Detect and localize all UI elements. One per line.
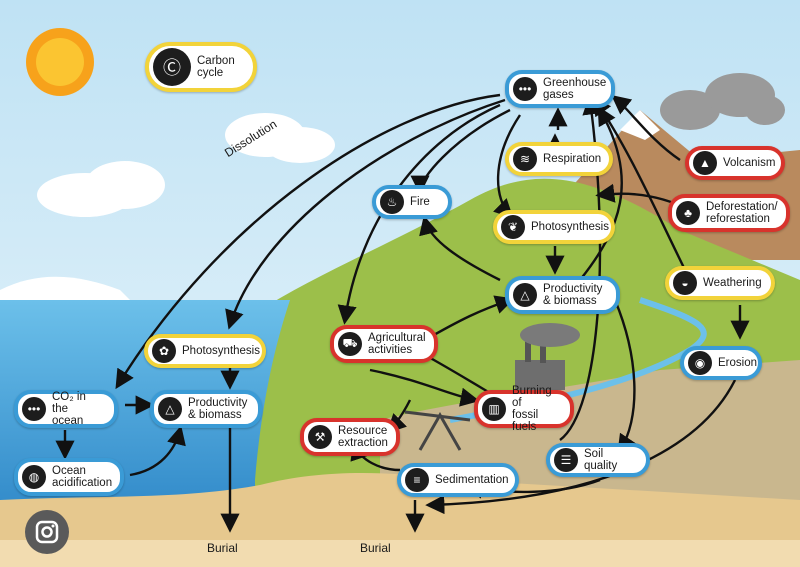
pumpjack-icon: ⚒ [308, 425, 332, 449]
pumpjack [404, 410, 471, 451]
factory [515, 323, 580, 390]
tractor-icon: ⛟ [338, 332, 362, 356]
phytoplankton-icon: ✿ [152, 339, 176, 363]
volcano-smoke [660, 73, 785, 130]
sediment-icon: ≡ [405, 468, 429, 492]
flame-icon: ♨ [380, 190, 404, 214]
node-erosion: ◉ Erosion [680, 346, 762, 380]
soil-icon: ☰ [554, 448, 578, 472]
node-weathering: ◒ Weathering [665, 266, 775, 300]
node-agricultural: ⛟ Agricultural activities [330, 325, 438, 363]
node-co2-ocean: ••• CO₂ in the ocean [14, 390, 118, 428]
camera-lens-button[interactable] [25, 510, 69, 554]
ice-shelf [0, 276, 130, 300]
erosion-icon: ◉ [688, 351, 712, 375]
legend-title: Carbon cycle [197, 55, 235, 79]
node-greenhouse-gases: ••• Greenhouse gases [505, 70, 615, 108]
node-deforestation: ♣ Deforestation/ reforestation [668, 194, 790, 232]
node-soil-quality: ☰ Soil quality [546, 443, 650, 477]
legend-carbon-cycle: Ⓒ Carbon cycle [145, 42, 257, 92]
lens-icon [35, 520, 59, 544]
clouds [37, 113, 335, 217]
weathering-icon: ◒ [673, 271, 697, 295]
co2-molecule-icon: ••• [513, 77, 537, 101]
leaf-icon: ❦ [501, 215, 525, 239]
node-respiration: ≋ Respiration [505, 142, 613, 176]
burial-label-left: Burial [207, 541, 238, 555]
respiration-icon: ≋ [513, 147, 537, 171]
node-sedimentation: ≡ Sedimentation [397, 463, 519, 497]
node-burning-fossil-fuels: ▥ Burning of fossil fuels [474, 385, 574, 433]
node-ocean-acidification: ◍ Ocean acidification [14, 458, 124, 496]
volcano-icon: ▲ [693, 151, 717, 175]
node-fire: ♨ Fire [372, 185, 452, 219]
node-productivity-land: △ Productivity & biomass [505, 276, 620, 314]
node-productivity-ocean: △ Productivity & biomass [150, 390, 262, 428]
co2-molecule-icon: ••• [22, 397, 46, 421]
biomass-icon: △ [513, 283, 537, 307]
node-photosynthesis-ocean: ✿ Photosynthesis [144, 334, 266, 368]
biomass-icon: △ [158, 397, 182, 421]
sun [26, 28, 94, 96]
node-resource-extraction: ⚒ Resource extraction [300, 418, 400, 456]
factory-icon: ▥ [482, 397, 506, 421]
burial-label-right: Burial [360, 541, 391, 555]
shell-icon: ◍ [22, 465, 46, 489]
tree-icon: ♣ [676, 201, 700, 225]
node-volcanism: ▲ Volcanism [685, 146, 785, 180]
carbon-cycle-icon: Ⓒ [153, 48, 191, 86]
node-photosynthesis-land: ❦ Photosynthesis [493, 210, 615, 244]
